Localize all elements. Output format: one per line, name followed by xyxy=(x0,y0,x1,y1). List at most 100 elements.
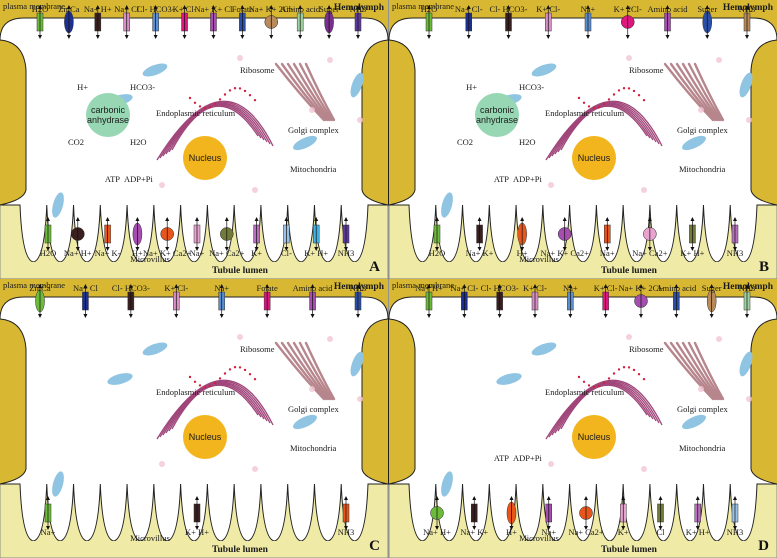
microvillus-label: Microvillus xyxy=(130,533,170,543)
arrowhead-top-7 xyxy=(356,314,360,318)
mitochondrion-0 xyxy=(142,342,168,356)
ribosome-label: Ribosome xyxy=(629,344,664,354)
arrowhead-up-bottom-3 xyxy=(546,496,551,500)
vesicle-1 xyxy=(698,386,704,392)
arrowhead-up-top-7 xyxy=(674,284,679,288)
arrowhead-bottom-0 xyxy=(46,526,50,530)
bottom-label-8: NH3 xyxy=(727,527,744,537)
arrowhead-bottom-0 xyxy=(435,526,439,530)
top-label-2: Cl- HCO3- xyxy=(481,283,519,293)
vesicle-4 xyxy=(327,57,333,63)
right-basal-infold xyxy=(361,318,389,485)
arrowhead-up-bottom-1 xyxy=(195,496,199,500)
top-label-9: NH3 xyxy=(739,283,756,293)
vesicle-0 xyxy=(237,334,243,340)
arrowhead-bottom-8 xyxy=(733,526,737,530)
ribosome-dot-8 xyxy=(228,368,232,371)
ribosome-label: Ribosome xyxy=(629,65,664,75)
arrowhead-top-2 xyxy=(497,314,502,318)
ribosome-dot-13 xyxy=(253,377,257,381)
er-cisterna-4 xyxy=(548,380,660,438)
arrowhead-up-bottom-3 xyxy=(562,217,567,221)
arrowhead-bottom-6 xyxy=(224,247,229,251)
ribosome-dot-7 xyxy=(612,372,616,375)
golgi-cisterna-5 xyxy=(304,62,336,122)
arrowhead-up-bottom-4 xyxy=(165,217,170,221)
er-label: Endoplasmic reticulum xyxy=(545,387,624,397)
atp-label: ATP xyxy=(105,174,120,184)
vesicle-0 xyxy=(626,55,632,61)
bottom-label-3: Na+ K+ Ca2+ xyxy=(541,248,590,258)
ribosome-dot-4 xyxy=(597,105,601,109)
er-cisterna-1 xyxy=(557,383,651,432)
arrowhead-up-bottom-0 xyxy=(435,496,439,500)
arrowhead-up-top-5 xyxy=(603,284,608,288)
arrowhead-bottom-2 xyxy=(520,247,525,251)
top-label-5: K+ 2Cl- xyxy=(614,4,642,14)
golgi-cisterna-2 xyxy=(675,341,719,401)
golgi-cisterna-0 xyxy=(663,62,715,122)
ribosome-dot-2 xyxy=(198,105,202,108)
bottom-label-0: Na+ H+ xyxy=(423,527,451,537)
arrowhead-bottom-7 xyxy=(695,526,700,530)
tubule-lumen-label: Tubule lumen xyxy=(212,545,269,555)
arrowhead-top-4 xyxy=(586,35,590,39)
nucleus xyxy=(183,136,227,180)
top-label-0: Zn/Ca xyxy=(29,283,50,293)
arrowhead-bottom-4 xyxy=(165,247,170,251)
bottom-label-8: Cl- xyxy=(281,248,292,258)
er-cisterna-4 xyxy=(159,380,271,438)
nucleus-label: Nucleus xyxy=(189,153,222,163)
arrowhead-up-bottom-6 xyxy=(224,217,229,221)
arrowhead-up-top-3 xyxy=(124,5,129,9)
arrowhead-up-top-2 xyxy=(506,5,511,9)
top-label-8: Suger xyxy=(702,283,722,293)
ribosome-dot-5 xyxy=(602,381,606,385)
arrowhead-bottom-4 xyxy=(584,526,588,530)
ribosome-dot-2 xyxy=(198,384,202,387)
mitochondria-label: Mitochondria xyxy=(679,164,725,174)
ribosome-dot-10 xyxy=(238,87,242,90)
top-label-7: Suger xyxy=(697,4,717,14)
arrowhead-up-top-0 xyxy=(427,5,431,9)
arrowhead-up-bottom-2 xyxy=(509,496,514,500)
arrowhead-top-8 xyxy=(269,35,274,39)
arrowhead-top-7 xyxy=(674,314,679,318)
vesicle-0 xyxy=(237,55,243,61)
arrowhead-bottom-2 xyxy=(105,247,110,251)
arrowhead-bottom-1 xyxy=(75,247,80,251)
top-label-3: K+ Cl- xyxy=(523,283,547,293)
arrowhead-top-8 xyxy=(709,314,714,318)
top-label-1: Zn/Ca xyxy=(58,4,79,14)
top-label-6: Amino acid xyxy=(293,283,334,293)
ribosome-dot-13 xyxy=(253,98,257,102)
arrowhead-up-bottom-5 xyxy=(621,496,626,500)
er-label: Endoplasmic reticulum xyxy=(545,108,624,118)
mitochondrion-0 xyxy=(142,63,168,77)
er-cisterna-0 xyxy=(560,105,648,151)
left-basal-infold xyxy=(388,318,416,485)
microvillus-label: Microvillus xyxy=(519,254,559,264)
ribosome-dot-9 xyxy=(622,366,626,369)
arrowhead-up-top-1 xyxy=(83,284,88,288)
arrowhead-up-bottom-7 xyxy=(254,217,259,221)
arrowhead-bottom-3 xyxy=(135,247,140,251)
arrowhead-bottom-5 xyxy=(195,247,199,251)
er-cisterna-2 xyxy=(554,103,654,155)
ribosome-dot-6 xyxy=(607,377,611,380)
er-cisterna-1 xyxy=(168,104,262,153)
ribosome-dot-5 xyxy=(213,381,217,385)
vesicle-3 xyxy=(252,466,258,472)
golgi-cisterna-3 xyxy=(681,62,721,122)
golgi-cisterna-2 xyxy=(286,341,330,401)
right-basal-infold xyxy=(750,318,777,485)
arrowhead-up-bottom-0 xyxy=(46,217,50,221)
vesicle-2 xyxy=(548,182,554,188)
mitochondrion-1 xyxy=(293,135,317,151)
ribosome-dot-9 xyxy=(622,87,626,90)
arrowhead-bottom-0 xyxy=(435,247,439,251)
arrowhead-up-top-6 xyxy=(639,284,643,288)
arrowhead-up-bottom-3 xyxy=(135,217,140,221)
arrowhead-top-0 xyxy=(427,314,431,318)
